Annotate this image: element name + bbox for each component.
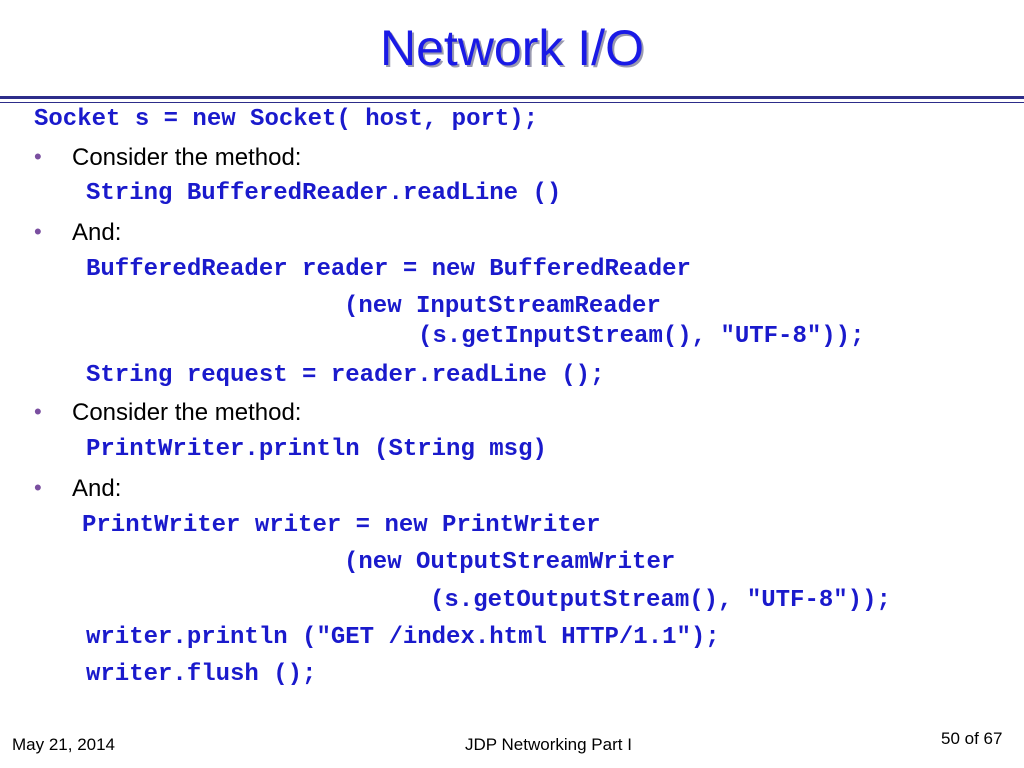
code-line-reader-decl: BufferedReader reader = new BufferedRead… (86, 256, 691, 283)
bullet-text: Consider the method: (72, 144, 302, 171)
title-rule-thin (0, 102, 1024, 103)
bullet-text: And: (72, 219, 122, 246)
code-line-readline-sig: String BufferedReader.readLine () (86, 180, 562, 207)
bullet-dot: • (34, 219, 42, 244)
code-line-println-call: writer.println ("GET /index.html HTTP/1.… (86, 624, 720, 651)
code-line-outputstreamwriter: (new OutputStreamWriter (344, 549, 676, 576)
footer-date: May 21, 2014 (12, 735, 116, 754)
bullet-dot: • (34, 475, 42, 500)
bullet-text: Consider the method: (72, 399, 302, 426)
bullet-text: And: (72, 475, 122, 502)
code-line-inputstreamreader: (new InputStreamReader (344, 293, 661, 320)
title-rule-thick (0, 96, 1024, 99)
bullet-dot: • (34, 144, 42, 169)
code-line-writer-decl: PrintWriter writer = new PrintWriter (82, 512, 601, 539)
slide-title: Network I/O (380, 20, 644, 76)
code-line-request: String request = reader.readLine (); (86, 362, 605, 389)
code-line-getinputstream: (s.getInputStream(), "UTF-8")); (418, 323, 865, 350)
code-line-getoutputstream: (s.getOutputStream(), "UTF-8")); (430, 587, 891, 614)
footer-page-number: 50 of 67 (941, 729, 1003, 748)
footer-title: JDP Networking Part I (465, 735, 632, 754)
bullet-dot: • (34, 399, 42, 424)
code-line-socket: Socket s = new Socket( host, port); (34, 106, 539, 133)
code-line-flush: writer.flush (); (86, 661, 317, 688)
code-line-println-sig: PrintWriter.println (String msg) (86, 436, 547, 463)
